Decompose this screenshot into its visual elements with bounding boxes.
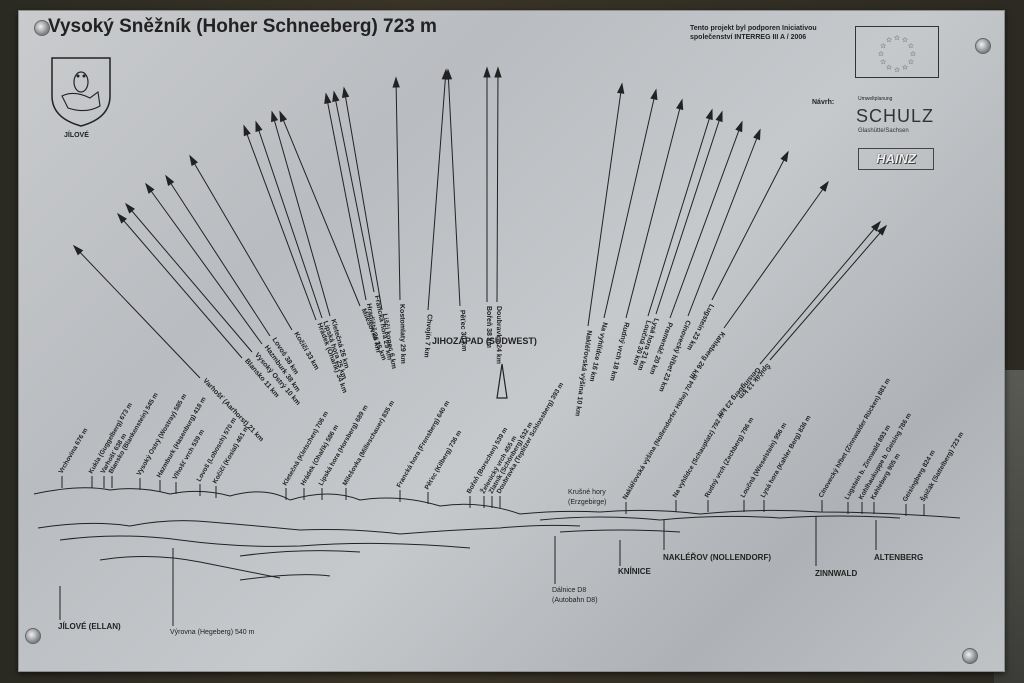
arrowhead-icon	[651, 90, 657, 99]
arrowhead-icon	[325, 94, 331, 103]
direction-arrow	[344, 88, 382, 310]
krusne-hory-label: Krušné hory	[568, 488, 606, 497]
direction-arrow	[74, 246, 200, 378]
arrowhead-icon	[166, 176, 173, 185]
peak-label: Zlatník (Schönberg) 532 m	[488, 421, 535, 495]
direction-arrow	[604, 90, 656, 318]
direction-arrow	[256, 122, 322, 318]
arrow-label: Chvojín 7 km	[422, 314, 432, 358]
direction-arrow	[126, 204, 252, 352]
viewpoint-marker-icon	[497, 364, 507, 398]
town-altenberg: ALTENBERG	[874, 553, 923, 562]
arrowhead-icon	[820, 182, 828, 191]
arrow-label: Doubravka 24 km	[495, 306, 502, 364]
direction-arrow	[396, 78, 400, 300]
autobahn-d8-label: (Autobahn D8)	[552, 596, 598, 605]
arrowhead-icon	[781, 152, 788, 161]
arrowhead-icon	[333, 92, 339, 101]
direction-arrow	[670, 122, 742, 318]
direction-arrow	[334, 92, 374, 292]
town-kninice: KNÍNICE	[618, 567, 651, 576]
arrow-label: Kostomlaty 29 km	[398, 304, 406, 364]
peak-label: Vrchovina 676 m	[58, 427, 90, 475]
arrowhead-icon	[677, 100, 683, 109]
direction-arrow	[626, 100, 682, 318]
arrowhead-icon	[754, 130, 760, 139]
direction-arrow	[648, 110, 712, 316]
arrow-label: Bořeň 38 km	[485, 306, 492, 348]
peak-label: Milešovka (Milleschauer) 835 m	[342, 399, 397, 487]
peak-label: Francká hora (Frensberg) 640 m	[396, 400, 452, 489]
arrowhead-icon	[484, 68, 490, 77]
arrowhead-icon	[190, 156, 197, 165]
arrowhead-icon	[272, 112, 278, 121]
direction-arrow	[712, 152, 788, 300]
town-vyrovna: Výrovna (Hegeberg) 540 m	[170, 628, 254, 637]
arrowhead-icon	[393, 78, 399, 87]
arrowhead-icon	[256, 122, 262, 131]
direction-arrow	[724, 182, 828, 328]
direction-arrow	[497, 68, 498, 302]
arrowhead-icon	[495, 68, 501, 77]
direction-arrow	[588, 84, 622, 326]
arrow-label: Pěťec 30 km	[458, 310, 467, 352]
arrowhead-icon	[736, 122, 742, 131]
direction-arrow	[428, 70, 446, 310]
arrow-label: Geisingberg 23 km	[715, 366, 761, 418]
direction-arrow	[770, 226, 886, 360]
direction-arrow	[448, 70, 460, 306]
highway-d8-label: Dálnice D8	[552, 586, 586, 595]
arrowhead-icon	[343, 88, 349, 97]
arrowhead-icon	[244, 126, 250, 135]
arrowhead-icon	[280, 112, 286, 121]
direction-arrow	[244, 126, 316, 320]
direction-arrow	[760, 222, 880, 364]
arrow-label: Varhošť (Aarhorst) 21 km	[201, 377, 264, 443]
direction-arrow	[118, 214, 242, 358]
arrow-label: Rudný vrch 18 km	[608, 321, 630, 381]
peak-label: Nakléřovská výšina (Nollendorfer Höhe) 7…	[622, 373, 700, 501]
direction-arrow	[326, 94, 366, 300]
arrowhead-icon	[618, 84, 624, 93]
direction-arrow	[688, 130, 760, 316]
town-jilove: JÍLOVÉ (ELLAN)	[58, 622, 121, 631]
arrow-label: Kočičí 33 km	[292, 331, 320, 371]
peak-label: Geisingberg 824 m	[902, 449, 937, 503]
direction-arrow	[272, 112, 330, 316]
arrowhead-icon	[706, 110, 712, 119]
arrowhead-icon	[146, 184, 154, 193]
peak-label: Na vyhlídce (Schauplatz) 792 m	[672, 411, 727, 499]
erzgebirge-label: (Erzgebirge)	[568, 498, 607, 507]
direction-arrow	[656, 112, 722, 314]
town-naklerov: NAKLÉŘOV (NOLLENDORF)	[663, 553, 771, 562]
direction-arrow	[146, 184, 262, 344]
town-zinnwald: ZINNWALD	[815, 569, 857, 578]
arrowhead-icon	[716, 112, 722, 121]
